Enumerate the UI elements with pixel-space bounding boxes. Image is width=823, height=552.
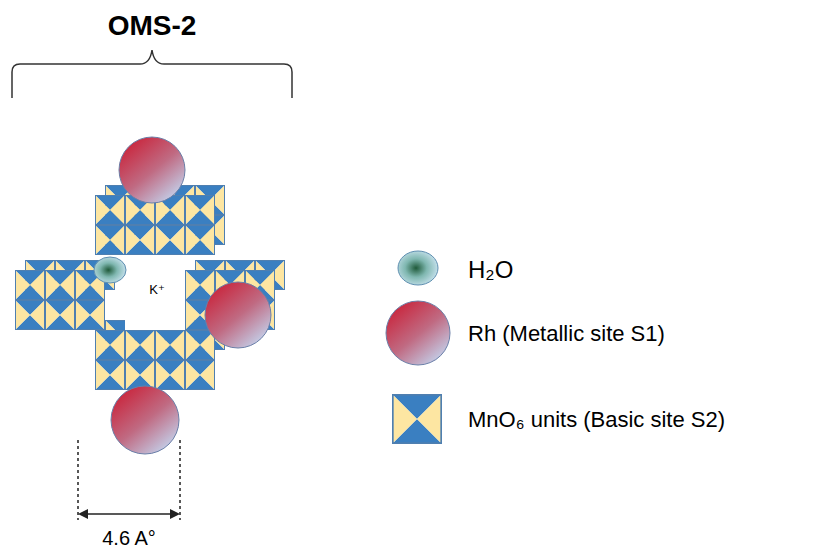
legend-text: MnO₆ units (Basic site S2) — [468, 408, 725, 432]
bracket — [12, 50, 292, 98]
legend-text: Rh (Metallic site S1) — [468, 322, 665, 346]
mno6-framework — [15, 195, 275, 390]
legend-water-icon — [398, 251, 438, 285]
mno6-framework-back — [25, 185, 285, 350]
dimension-label: 4.6 A° — [102, 527, 156, 549]
rh-particle — [111, 386, 179, 454]
rh-particle — [119, 137, 185, 203]
rh-particle — [205, 282, 271, 348]
water-molecule — [94, 257, 126, 283]
tunnel — [125, 255, 185, 330]
dimension-line — [78, 440, 180, 520]
ion-label: K⁺ — [147, 283, 167, 297]
legend-text: H₂O — [468, 257, 513, 283]
title: OMS-2 — [108, 11, 197, 42]
legend-mno6-icon — [392, 394, 442, 444]
legend-rh-icon — [386, 301, 450, 365]
